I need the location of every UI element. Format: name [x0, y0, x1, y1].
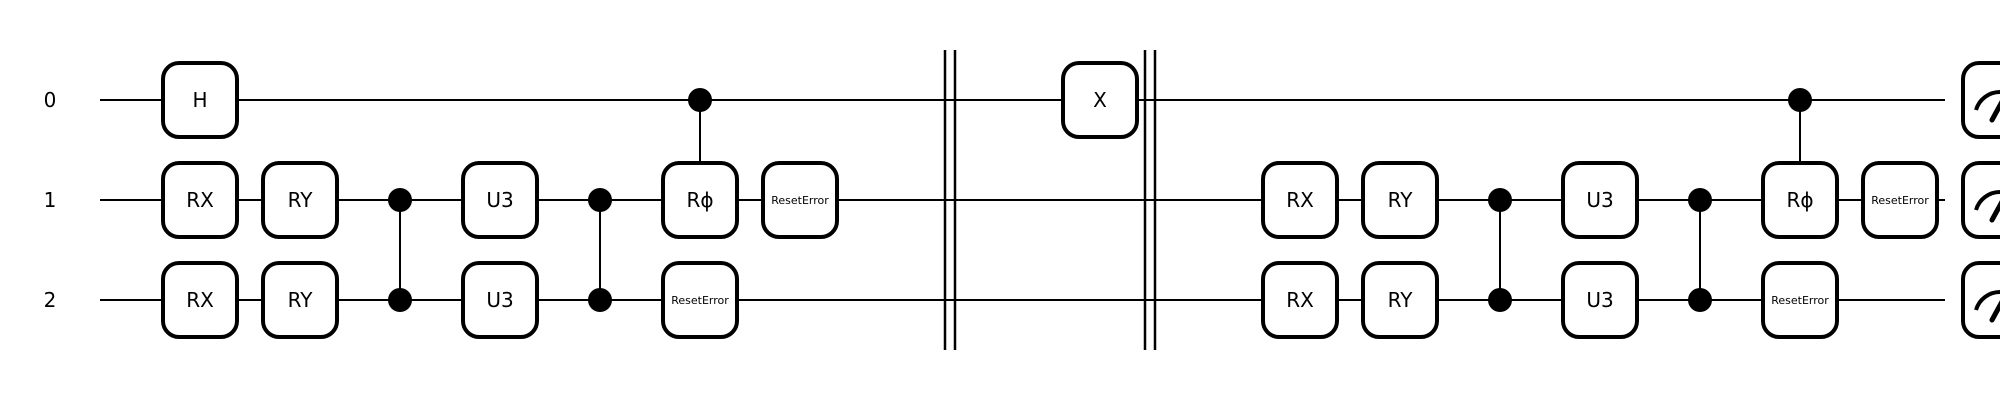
- control-dot: [1488, 188, 1512, 212]
- control-dot: [1488, 288, 1512, 312]
- gate-label: U3: [486, 188, 513, 212]
- wire-label-0: 0: [44, 88, 57, 112]
- meter-needle: [1989, 100, 2000, 123]
- control-dot: [1688, 288, 1712, 312]
- gate-label: Rϕ: [1786, 188, 1813, 212]
- gate-box: [161, 261, 239, 339]
- gate-box: [1761, 261, 1839, 339]
- gate-box: [1861, 161, 1939, 239]
- control-dot: [1788, 88, 1812, 112]
- gate-label: U3: [1586, 188, 1613, 212]
- gate-rx: RX: [1261, 161, 1339, 239]
- gate-box: [1361, 161, 1439, 239]
- gate-reseterror: ResetError: [761, 161, 839, 239]
- gate-x: X: [1061, 61, 1139, 139]
- meter-needle: [1989, 300, 2000, 323]
- gate-label: X: [1093, 88, 1107, 112]
- gate-reseterror: ResetError: [661, 261, 739, 339]
- gate-box: [1061, 61, 1139, 139]
- control-dot: [388, 288, 412, 312]
- gate-h: H: [161, 61, 239, 139]
- control-dot: [588, 288, 612, 312]
- gate-ry: RY: [1361, 261, 1439, 339]
- gate-label: ResetError: [771, 194, 829, 207]
- gate-box: [461, 261, 539, 339]
- gate-box: [261, 261, 339, 339]
- gate-box: [761, 161, 839, 239]
- measure-2: [1961, 261, 2000, 339]
- control-dot: [688, 88, 712, 112]
- meter-icon: [1974, 90, 2000, 111]
- gate-box: [1261, 161, 1339, 239]
- gate-ry: RY: [1361, 161, 1439, 239]
- gate-u3: U3: [1561, 161, 1639, 239]
- gate-label: ResetError: [1871, 194, 1929, 207]
- gate-rx: RX: [161, 261, 239, 339]
- gate-label: RY: [1388, 188, 1414, 212]
- gates: HRXRXRYRYU3U3RϕResetErrorResetErrorXRXRX…: [161, 61, 1939, 339]
- barriers: [943, 50, 1157, 350]
- gate-label: H: [192, 88, 207, 112]
- gate-box: [1361, 261, 1439, 339]
- gate-label: RY: [288, 288, 314, 312]
- gate-box: [1261, 261, 1339, 339]
- gate-ry: RY: [261, 161, 339, 239]
- measurements: [1961, 61, 2000, 339]
- gate-ry: RY: [261, 261, 339, 339]
- gate-label: RY: [288, 188, 314, 212]
- gate-box: [461, 161, 539, 239]
- gate-label: RX: [1286, 188, 1314, 212]
- gate-label: RX: [186, 188, 214, 212]
- gate-box: [661, 261, 739, 339]
- wire-label-1: 1: [44, 188, 57, 212]
- gate-box: [261, 161, 339, 239]
- gate-rx: RX: [1261, 261, 1339, 339]
- gate-label: RY: [1388, 288, 1414, 312]
- control-dot: [588, 188, 612, 212]
- meter-icon: [1974, 290, 2000, 311]
- gate-label: ResetError: [1771, 294, 1829, 307]
- measure-1: [1961, 161, 2000, 239]
- gate-label: Rϕ: [686, 188, 713, 212]
- gate-reseterror: ResetError: [1761, 261, 1839, 339]
- gate-label: RX: [186, 288, 214, 312]
- control-dot: [388, 188, 412, 212]
- gate-box: [161, 61, 239, 139]
- wire-label-2: 2: [44, 288, 57, 312]
- gate-u3: U3: [1561, 261, 1639, 339]
- control-dot: [1688, 188, 1712, 212]
- gate-box: [661, 161, 739, 239]
- gate-box: [1761, 161, 1839, 239]
- gate-label: U3: [486, 288, 513, 312]
- gate-r: Rϕ: [661, 161, 739, 239]
- gate-u3: U3: [461, 161, 539, 239]
- gate-r: Rϕ: [1761, 161, 1839, 239]
- gate-label: U3: [1586, 288, 1613, 312]
- gate-u3: U3: [461, 261, 539, 339]
- gate-rx: RX: [161, 161, 239, 239]
- meter-icon: [1974, 190, 2000, 211]
- gate-label: ResetError: [671, 294, 729, 307]
- measure-0: [1961, 61, 2000, 139]
- controls: [388, 88, 1812, 312]
- meter-needle: [1989, 200, 2000, 223]
- gate-reseterror: ResetError: [1861, 161, 1939, 239]
- gate-label: RX: [1286, 288, 1314, 312]
- gate-box: [1561, 161, 1639, 239]
- gate-box: [161, 161, 239, 239]
- gate-box: [1561, 261, 1639, 339]
